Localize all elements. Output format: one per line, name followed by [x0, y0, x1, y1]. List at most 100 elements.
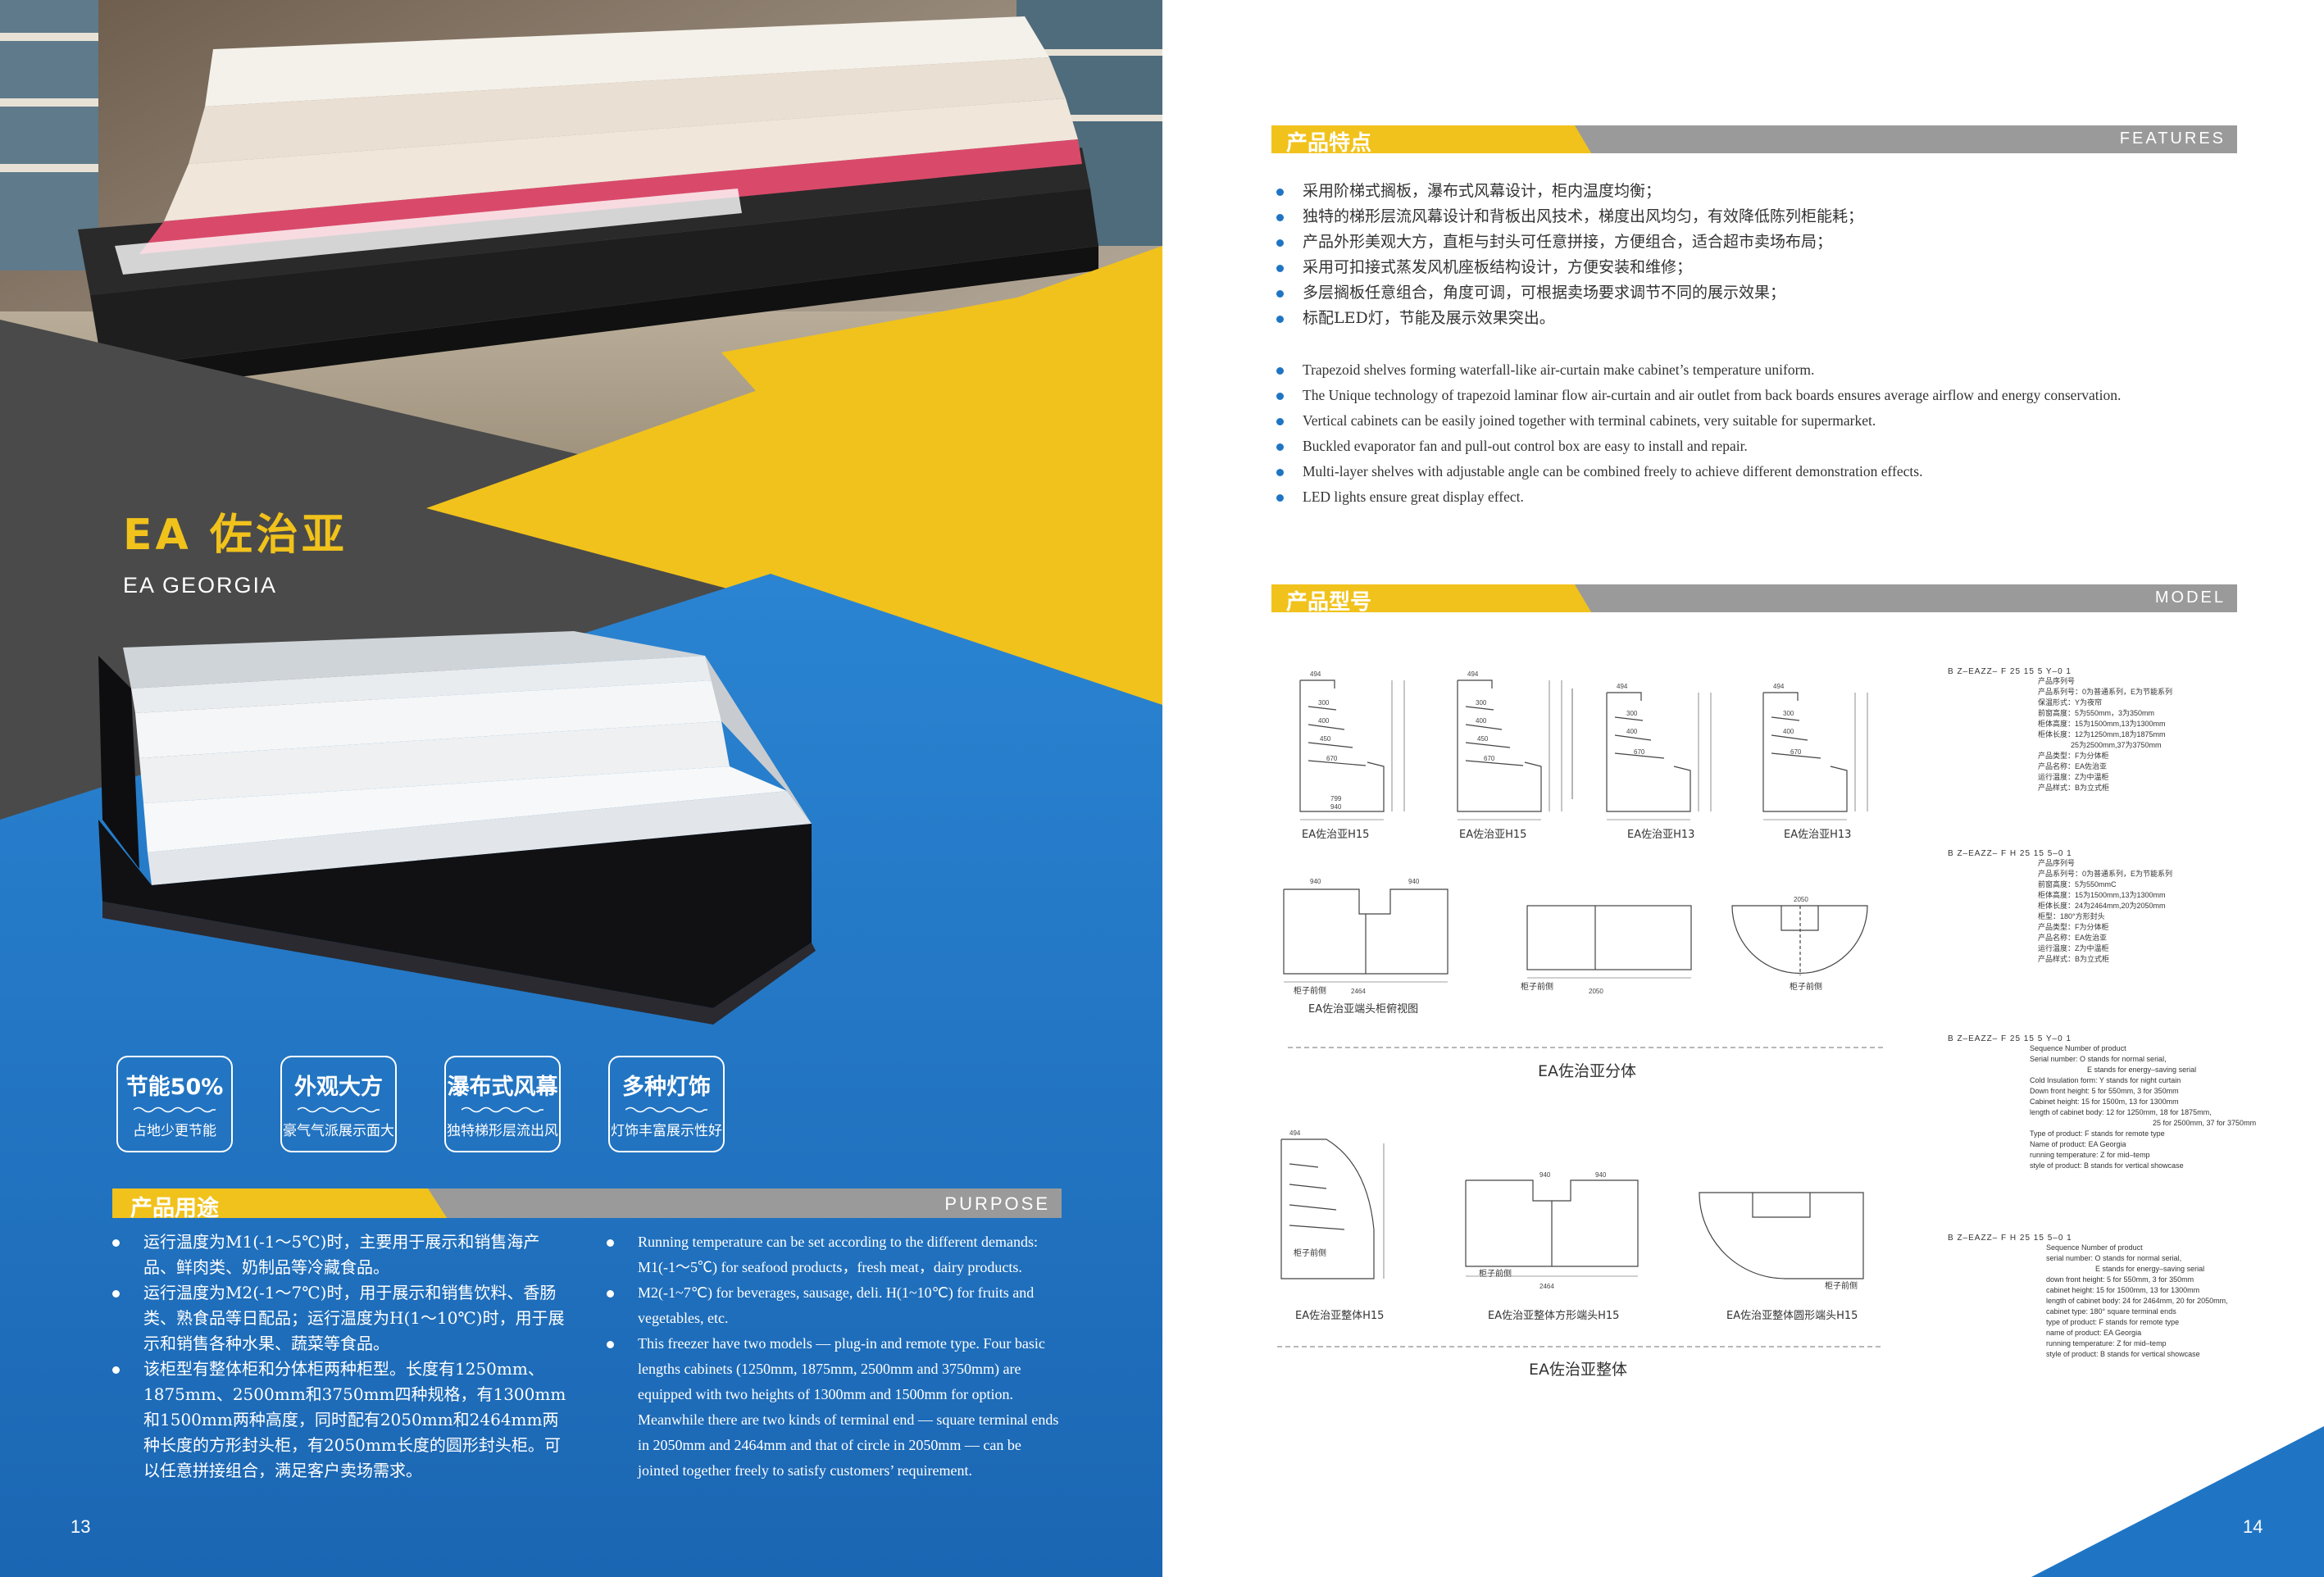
- purpose-list-en: Running temperature can be set according…: [605, 1229, 1062, 1484]
- svg-text:494: 494: [1310, 670, 1321, 678]
- code-line: name of product: EA Georgia: [2046, 1329, 2142, 1337]
- svg-text:494: 494: [1773, 683, 1785, 690]
- svg-text:2464: 2464: [1539, 1283, 1554, 1290]
- code-line: Name of product: EA Georgia: [2030, 1140, 2126, 1148]
- code-line: 运行温度：Z为中温柜: [2038, 773, 2109, 781]
- profile-drawing: [1299, 679, 1405, 820]
- integral-square-end-view: [1465, 1179, 1639, 1277]
- right-page: 产品特点 FEATURES 采用阶梯式搁板，瀑布式风幕设计，柜内温度均衡； 独特…: [1162, 0, 2324, 1577]
- code-line: Type of product: F stands for remote typ…: [2030, 1129, 2165, 1138]
- model-section-header: 产品型号 MODEL: [1271, 584, 2237, 615]
- integral-caption: EA佐治亚整体圆形端头H15: [1726, 1310, 1858, 1322]
- purpose-list-cn: 运行温度为M1(-1～5℃)时，主要用于展示和销售海产品、鲜肉类、奶制品等冷藏食…: [111, 1229, 567, 1484]
- model-code: B Z–EAZZ– F 25 15 5 Y–0 1: [1948, 667, 2072, 676]
- code-line: 产品名称：EA佐治亚: [2038, 934, 2108, 942]
- store-photo: [0, 0, 1162, 590]
- front-side-label: 柜子前侧: [1294, 987, 1326, 996]
- profile-caption: EA佐治亚H13: [1784, 829, 1852, 841]
- svg-text:300: 300: [1626, 710, 1638, 717]
- svg-text:300: 300: [1783, 710, 1794, 717]
- integral-title: EA佐治亚整体: [1529, 1361, 1628, 1379]
- badge-subtitle: 灯饰丰富展示性好: [611, 1123, 722, 1139]
- svg-text:450: 450: [1320, 735, 1331, 743]
- list-item: 采用阶梯式搁板，瀑布式风幕设计，柜内温度均衡；: [1271, 179, 2239, 204]
- profile-caption: EA佐治亚H15: [1302, 829, 1370, 841]
- code-line: 前窗高度：5为550mm，3为350mm: [2038, 709, 2155, 717]
- code-line: cabinet type: 180° square terminal ends: [2046, 1307, 2176, 1316]
- front-side-label: 柜子前侧: [1521, 983, 1553, 992]
- code-line: 产品样式：B为立式柜: [2038, 955, 2110, 963]
- features-section-header: 产品特点 FEATURES: [1271, 125, 2237, 156]
- code-line: Serial number: O stands for normal seria…: [2030, 1055, 2167, 1063]
- list-item: This freezer have two models — plug-in a…: [605, 1331, 1062, 1484]
- code-line: running temperature: Z for mid–temp: [2030, 1151, 2150, 1159]
- code-line: serial number: O stands for normal seria…: [2046, 1254, 2182, 1262]
- yellow-band: [426, 246, 1162, 705]
- wave-divider-icon: [298, 1107, 380, 1113]
- profile-drawing: [1762, 692, 1868, 820]
- model-title-cn: 产品型号: [1286, 590, 1372, 615]
- profile-drawing: [1457, 679, 1562, 820]
- code-line: 产品名称：EA佐治亚: [2038, 762, 2108, 770]
- badge-air-curtain: 瀑布式风幕 独特梯形层流出风: [444, 1056, 561, 1152]
- code-line: style of product: B stands for vertical …: [2030, 1161, 2184, 1170]
- list-item: 多层搁板任意组合，角度可调，可根据卖场要求调节不同的展示效果；: [1271, 280, 2239, 306]
- code-line: 产品系列号：0为普通系列，E为节能系列: [2038, 870, 2173, 878]
- svg-text:2050: 2050: [1589, 988, 1603, 995]
- code-line: Sequence Number of product: [2046, 1243, 2143, 1252]
- code-line: 产品序列号: [2038, 859, 2076, 867]
- model-code-legend-2: B Z–EAZZ– F H 25 15 5–0 1 产品序列号 产品系列号：0为…: [1948, 849, 2172, 965]
- badge-subtitle: 豪气气派展示面大: [283, 1123, 394, 1139]
- svg-text:940: 940: [1595, 1171, 1607, 1179]
- code-line: 柜体长度：24为2464mm,20为2050mm: [2038, 902, 2166, 910]
- code-line: 柜体高度：15为1500mm,13为1300mm: [2038, 891, 2166, 899]
- code-line: type of product: F stands for remote typ…: [2046, 1318, 2180, 1326]
- profile-caption: EA佐治亚H13: [1627, 829, 1695, 841]
- integral-caption: EA佐治亚整体方形端头H15: [1488, 1310, 1620, 1322]
- list-item: 产品外形美观大方，直柜与封头可任意拼接，方便组合，适合超市卖场布局；: [1271, 230, 2239, 255]
- svg-text:494: 494: [1289, 1129, 1301, 1137]
- badge-subtitle: 占地少更节能: [133, 1123, 216, 1139]
- features-list-en: Trapezoid shelves forming waterfall-like…: [1271, 357, 2239, 510]
- code-line: style of product: B stands for vertical …: [2046, 1350, 2200, 1358]
- code-line: 25 for 2500mm, 37 for 3750mm: [2153, 1119, 2257, 1127]
- svg-text:400: 400: [1318, 717, 1330, 725]
- svg-text:300: 300: [1318, 699, 1330, 707]
- features-title-cn: 产品特点: [1286, 131, 1372, 156]
- list-item: Running temperature can be set according…: [605, 1229, 1062, 1280]
- left-page: EA 佐治亚 EA GEORGIA 节能50% 占地少更节能 外观大方 豪气气派…: [0, 0, 1162, 1577]
- badge-subtitle: 独特梯形层流出风: [447, 1123, 558, 1139]
- code-line: 柜体长度：12为1250mm,18为1875mm: [2038, 730, 2166, 739]
- code-line: length of cabinet body: 24 for 2464mm, 2…: [2046, 1297, 2228, 1305]
- code-line: running temperature: Z for mid–temp: [2046, 1339, 2167, 1347]
- badge-energy-saving: 节能50% 占地少更节能: [116, 1056, 233, 1152]
- badge-title: 节能50%: [125, 1075, 224, 1100]
- list-item: 采用可扣接式蒸发风机座板结构设计，方便安装和维修；: [1271, 255, 2239, 280]
- badge-title: 瀑布式风幕: [447, 1075, 558, 1100]
- wave-divider-icon: [462, 1107, 543, 1113]
- model-code-legend-4: B Z–EAZZ– F H 25 15 5–0 1 Sequence Numbe…: [1948, 1234, 2228, 1360]
- profile-caption: EA佐治亚H15: [1459, 829, 1527, 841]
- list-item: 独特的梯形层流风幕设计和背板出风技术，梯度出风均匀，有效降低陈列柜能耗；: [1271, 204, 2239, 230]
- badge-title: 外观大方: [294, 1075, 383, 1100]
- list-item: Buckled evaporator fan and pull-out cont…: [1271, 434, 2239, 459]
- code-line: 产品系列号：0为普通系列，E为节能系列: [2038, 688, 2173, 696]
- code-line: E stands for energy–saving serial: [2087, 1066, 2197, 1074]
- square-end-top-view-2: [1526, 905, 1692, 979]
- left-page-background: [0, 0, 1162, 1577]
- code-line: 运行温度：Z为中温柜: [2038, 944, 2109, 952]
- corner-accent: [2031, 1426, 2324, 1577]
- list-item: Trapezoid shelves forming waterfall-like…: [1271, 357, 2239, 383]
- front-side-label: 柜子前侧: [1294, 1249, 1326, 1258]
- integral-profile-drawing: [1280, 1138, 1385, 1279]
- list-item: 运行温度为M1(-1～5℃)时，主要用于展示和销售海产品、鲜肉类、奶制品等冷藏食…: [111, 1229, 567, 1280]
- code-line: 产品样式：B为立式柜: [2038, 784, 2110, 792]
- svg-text:670: 670: [1326, 755, 1338, 762]
- features-title-en: FEATURES: [2119, 130, 2226, 148]
- code-line: Cabinet height: 15 for 1500m, 13 for 130…: [2030, 1098, 2179, 1106]
- model-code-legend-1: B Z–EAZZ– F 25 15 5 Y–0 1 产品序列号 产品系列号：0为…: [1948, 667, 2172, 793]
- svg-text:940: 940: [1330, 803, 1342, 811]
- svg-text:400: 400: [1783, 728, 1794, 735]
- technical-drawings: 494 300 400 450 670 799 940 494 300 400 …: [1277, 670, 1884, 1347]
